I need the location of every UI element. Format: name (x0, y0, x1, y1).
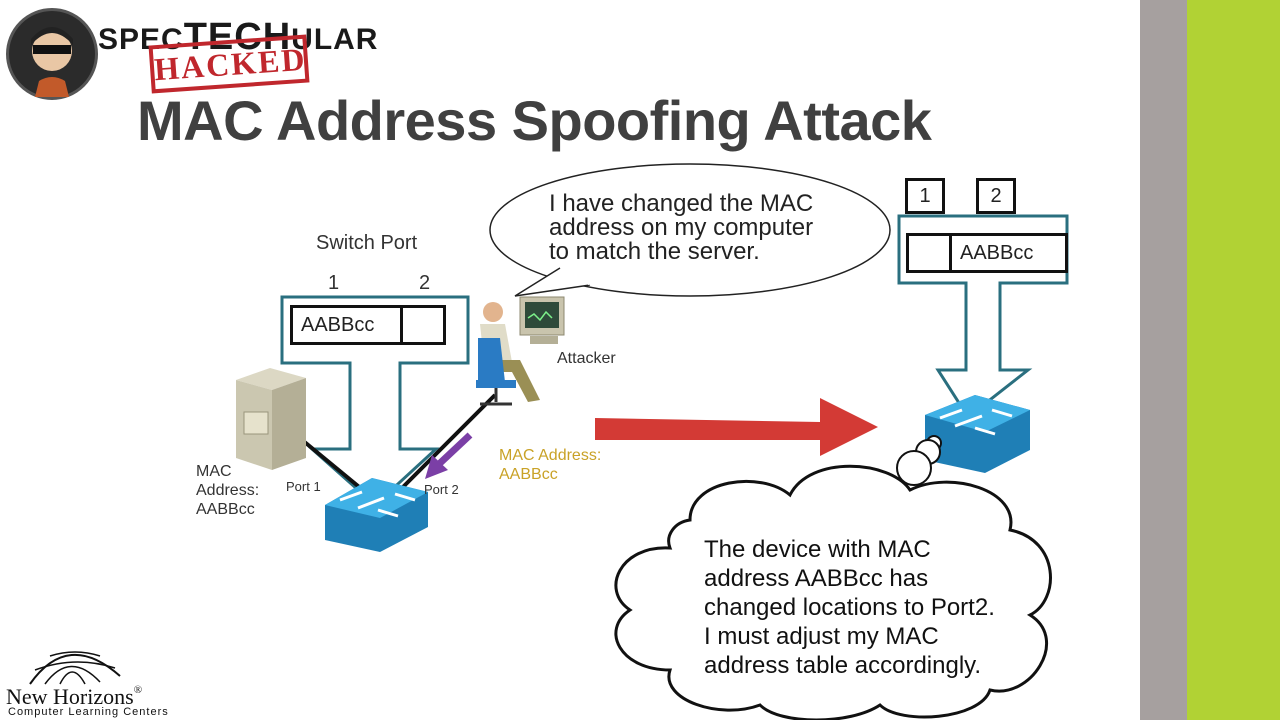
right-switch-icon (925, 395, 1030, 473)
purple-arrow (425, 432, 473, 479)
right-table-cell-1 (909, 236, 952, 270)
server-icon (236, 368, 306, 470)
cloud-line: I must adjust my MAC (704, 623, 939, 650)
right-mac-table: AABBcc (906, 233, 1068, 273)
server-mac-line: Address: (196, 482, 260, 499)
port-2-label: Port 2 (424, 482, 459, 497)
cloud-line: changed locations to Port2. (704, 594, 995, 621)
hacker-avatar-icon (6, 8, 98, 100)
speech-line: I have changed the MAC (549, 190, 814, 217)
cloud-line: address AABBcc has (704, 565, 929, 592)
left-table-arrow (280, 295, 470, 508)
right-port-1-box: 1 (905, 178, 945, 214)
brand-part-mid: TECH (183, 16, 292, 58)
left-table-cell-1: AABBcc (293, 308, 403, 342)
switch-port-heading: Switch Port (316, 232, 418, 254)
speech-bubble (489, 163, 891, 297)
attacker-mac-line: AABBcc (499, 466, 558, 483)
thought-bubbles (896, 435, 942, 486)
right-table-cell-2: AABBcc (960, 242, 1034, 264)
logo-reg-mark: ® (133, 684, 143, 696)
slide-title: MAC Address Spoofing Attack (137, 89, 932, 152)
attacker-icon (476, 296, 565, 406)
side-bar-gray (1140, 0, 1187, 720)
cloud-line: The device with MAC (704, 536, 931, 563)
right-port-2-label: 2 (990, 185, 1002, 207)
speech-line: address on my computer (549, 214, 814, 241)
attacker-cable (393, 393, 497, 497)
left-mac-table: AABBcc (290, 305, 446, 345)
right-port-2-box: 2 (976, 178, 1016, 214)
attacker-mac-line: MAC Address: (499, 447, 602, 464)
server-mac-label: MAC Address: AABBcc (196, 462, 259, 519)
new-horizons-tagline: Computer Learning Centers (8, 706, 169, 718)
speech-text: I have changed the MAC address on my com… (549, 192, 813, 264)
cloud-line: address table accordingly. (704, 652, 982, 679)
left-port-1-label: 1 (328, 272, 340, 294)
new-horizons-logo-text: New Horizons® (6, 684, 142, 710)
port-1-label: Port 1 (286, 479, 321, 494)
logo-name: New Horizons (6, 684, 134, 709)
server-mac-line: AABBcc (196, 501, 255, 518)
red-arrow (595, 398, 878, 456)
cloud-text: The device with MAC address AABBcc has c… (704, 535, 995, 680)
left-switch-icon (325, 478, 428, 552)
thought-cloud (614, 464, 1052, 720)
left-port-2-label: 2 (419, 272, 431, 294)
speech-line: to match the server. (549, 238, 760, 265)
brand-part-right: ULAR (291, 23, 379, 56)
server-mac-line: MAC (196, 463, 232, 480)
brand-wordmark: SPECTECHULAR (98, 16, 378, 59)
right-port-1-label: 1 (919, 185, 931, 207)
attacker-mac-label: MAC Address: AABBcc (499, 446, 601, 484)
attacker-label: Attacker (557, 350, 616, 367)
side-bar-green (1187, 0, 1280, 720)
left-table-cell-2 (403, 308, 443, 342)
new-horizons-globe-icon (29, 651, 121, 685)
brand-part-left: SPEC (98, 23, 184, 56)
